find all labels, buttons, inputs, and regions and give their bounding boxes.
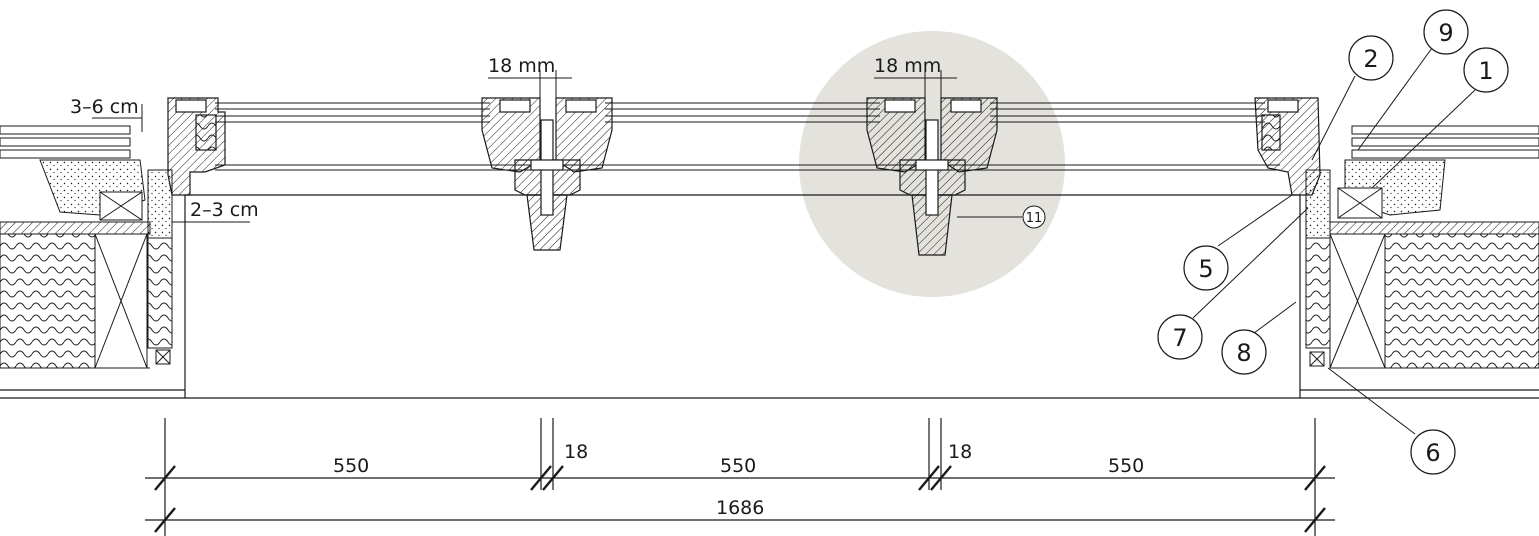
- dim-joint-2: 18: [948, 441, 972, 463]
- mullion-1: [481, 97, 613, 251]
- glazing-panes: [215, 102, 1280, 171]
- svg-text:6: 6: [1425, 439, 1440, 467]
- joint-right-label: 18 mm: [874, 55, 941, 77]
- svg-text:5: 5: [1198, 255, 1213, 283]
- gap-side-annotation: 2–3 cm: [171, 199, 259, 223]
- svg-text:8: 8: [1236, 339, 1251, 367]
- gap-top-label: 3–6 cm: [70, 96, 139, 118]
- left-roof-edge: [0, 125, 173, 369]
- gap-top-annotation: 3–6 cm: [70, 96, 143, 132]
- callout-8: 8: [1221, 329, 1267, 375]
- svg-text:11: 11: [1026, 211, 1043, 226]
- gap-side-label: 2–3 cm: [190, 199, 259, 221]
- callout-leaders: [957, 47, 1476, 435]
- dimension-lines: [145, 418, 1335, 536]
- mullion-2: [866, 97, 998, 256]
- svg-text:1: 1: [1478, 57, 1493, 85]
- right-roof-edge: [1305, 125, 1539, 369]
- callout-7: 7: [1157, 314, 1203, 360]
- svg-text:7: 7: [1172, 324, 1187, 352]
- dim-span-3: 550: [1108, 455, 1144, 477]
- joint-annotation-left: 18 mm: [488, 55, 572, 100]
- dim-joint-1: 18: [564, 441, 588, 463]
- dim-span-2: 550: [720, 455, 756, 477]
- right-frame-profile: [1254, 97, 1321, 196]
- joint-left-label: 18 mm: [488, 55, 555, 77]
- callout-5: 5: [1183, 245, 1229, 291]
- callout-6: 6: [1410, 429, 1456, 475]
- left-frame-profile: [167, 97, 226, 196]
- callout-11: 11: [1022, 205, 1046, 229]
- dim-total: 1686: [716, 497, 764, 519]
- dim-span-1: 550: [333, 455, 369, 477]
- svg-text:9: 9: [1438, 19, 1453, 47]
- joint-annotation-right: 18 mm: [874, 55, 957, 100]
- callout-1: 1: [1463, 47, 1509, 93]
- svg-text:2: 2: [1363, 45, 1378, 73]
- callout-9: 9: [1423, 9, 1469, 55]
- callout-2: 2: [1348, 35, 1394, 81]
- base-lines: [0, 194, 1539, 399]
